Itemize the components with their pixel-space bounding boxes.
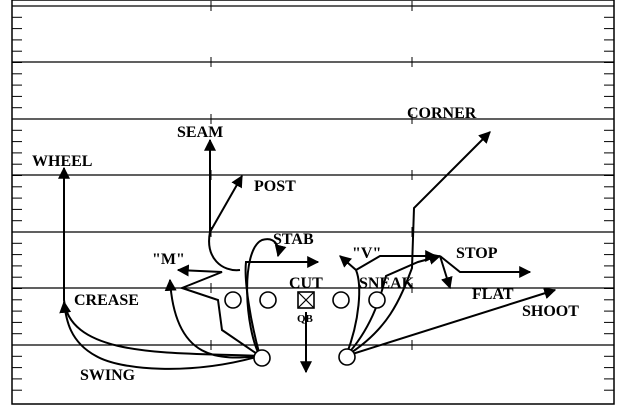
flat-route bbox=[439, 255, 532, 278]
cut-route bbox=[244, 256, 320, 357]
hash-marks bbox=[12, 1, 614, 391]
lineman-rt bbox=[368, 291, 386, 309]
label-m: "M" bbox=[152, 251, 185, 268]
label-flat: FLAT bbox=[472, 286, 514, 303]
label-shoot: SHOOT bbox=[522, 303, 579, 320]
label-crease: CREASE bbox=[74, 292, 139, 309]
crease-route bbox=[164, 278, 261, 359]
seam-stem bbox=[208, 231, 241, 272]
right-back bbox=[338, 348, 356, 366]
field-border bbox=[11, 0, 615, 405]
offensive-line bbox=[224, 291, 386, 309]
label-post: POST bbox=[254, 178, 296, 195]
label-cut: CUT bbox=[289, 275, 323, 292]
lineman-lt bbox=[224, 291, 242, 309]
label-v: "V" bbox=[352, 245, 381, 262]
left-back bbox=[253, 349, 271, 367]
label-swing: SWING bbox=[80, 367, 136, 384]
label-sneak: SNEAK bbox=[359, 275, 415, 292]
label-seam: SEAM bbox=[177, 124, 223, 141]
label-stab: STAB bbox=[273, 231, 314, 248]
label-corner: CORNER bbox=[407, 105, 477, 122]
m-route bbox=[176, 264, 261, 357]
stop-route bbox=[439, 255, 453, 290]
post-route bbox=[209, 174, 243, 233]
label-qb: QB bbox=[297, 313, 314, 325]
corner-route bbox=[345, 131, 491, 357]
stab-route bbox=[246, 238, 287, 357]
v-route-right bbox=[355, 250, 438, 271]
shoot-route bbox=[345, 287, 557, 357]
lineman-lg bbox=[259, 291, 277, 309]
v-route-left bbox=[339, 255, 361, 357]
swing-route bbox=[59, 300, 261, 370]
lineman-rg bbox=[332, 291, 350, 309]
routes bbox=[58, 131, 557, 374]
label-wheel: WHEEL bbox=[32, 153, 92, 170]
label-stop: STOP bbox=[456, 245, 498, 262]
